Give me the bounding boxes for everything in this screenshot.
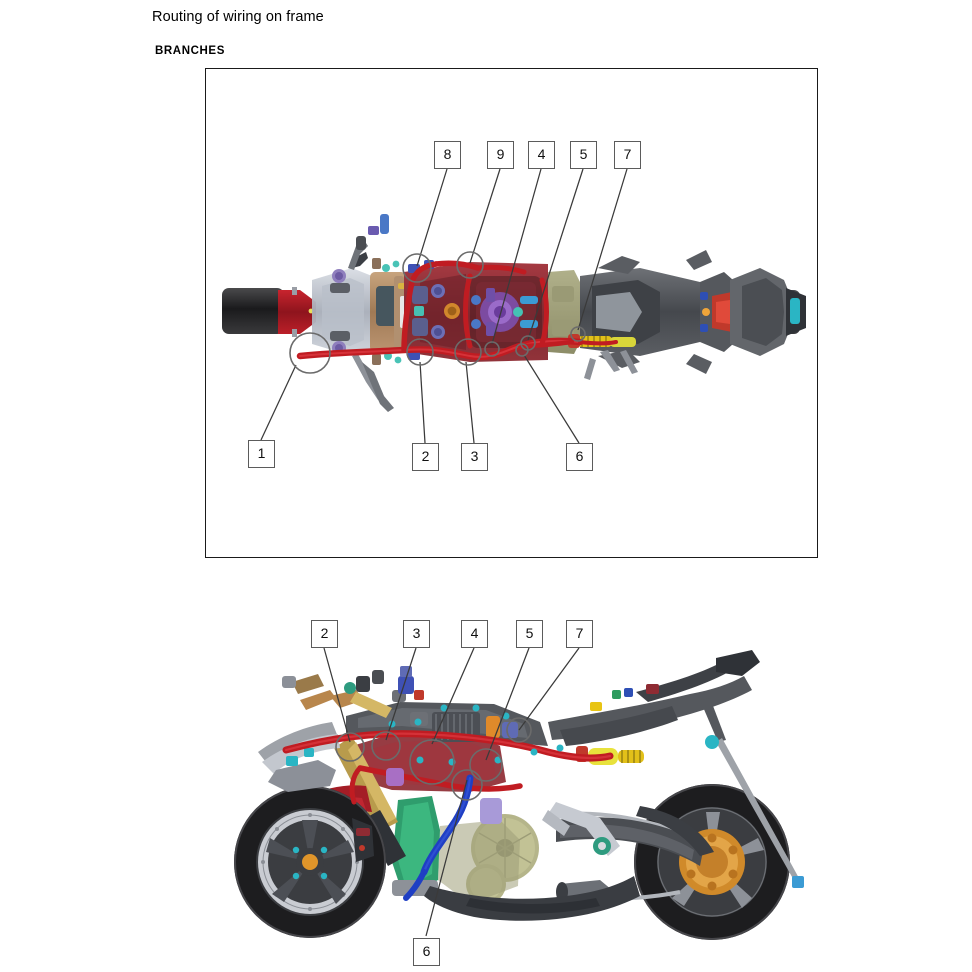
callout-side-7[interactable]: 7 [566,620,593,648]
side-view-motorcycle-artwork [234,650,804,940]
callout-side-6[interactable]: 6 [413,938,440,966]
callout-side-3[interactable]: 3 [403,620,430,648]
side-view-leader-lines [323,647,580,937]
callout-top-3[interactable]: 3 [461,443,488,471]
top-view-motorcycle-artwork [222,214,806,412]
callout-side-2[interactable]: 2 [311,620,338,648]
top-view-detail-circles [289,251,586,374]
callout-top-5[interactable]: 5 [570,141,597,169]
page-title: Routing of wiring on frame [152,9,324,25]
callout-top-6[interactable]: 6 [566,443,593,471]
callout-side-4[interactable]: 4 [461,620,488,648]
section-heading: BRANCHES [155,45,225,57]
top-view-leader-lines [260,168,628,444]
callout-top-4[interactable]: 4 [528,141,555,169]
callout-side-5[interactable]: 5 [516,620,543,648]
callout-top-8[interactable]: 8 [434,141,461,169]
callout-top-7[interactable]: 7 [614,141,641,169]
callout-top-2[interactable]: 2 [412,443,439,471]
callout-top-1[interactable]: 1 [248,440,275,468]
side-view-detail-circles [335,717,532,801]
callout-top-9[interactable]: 9 [487,141,514,169]
